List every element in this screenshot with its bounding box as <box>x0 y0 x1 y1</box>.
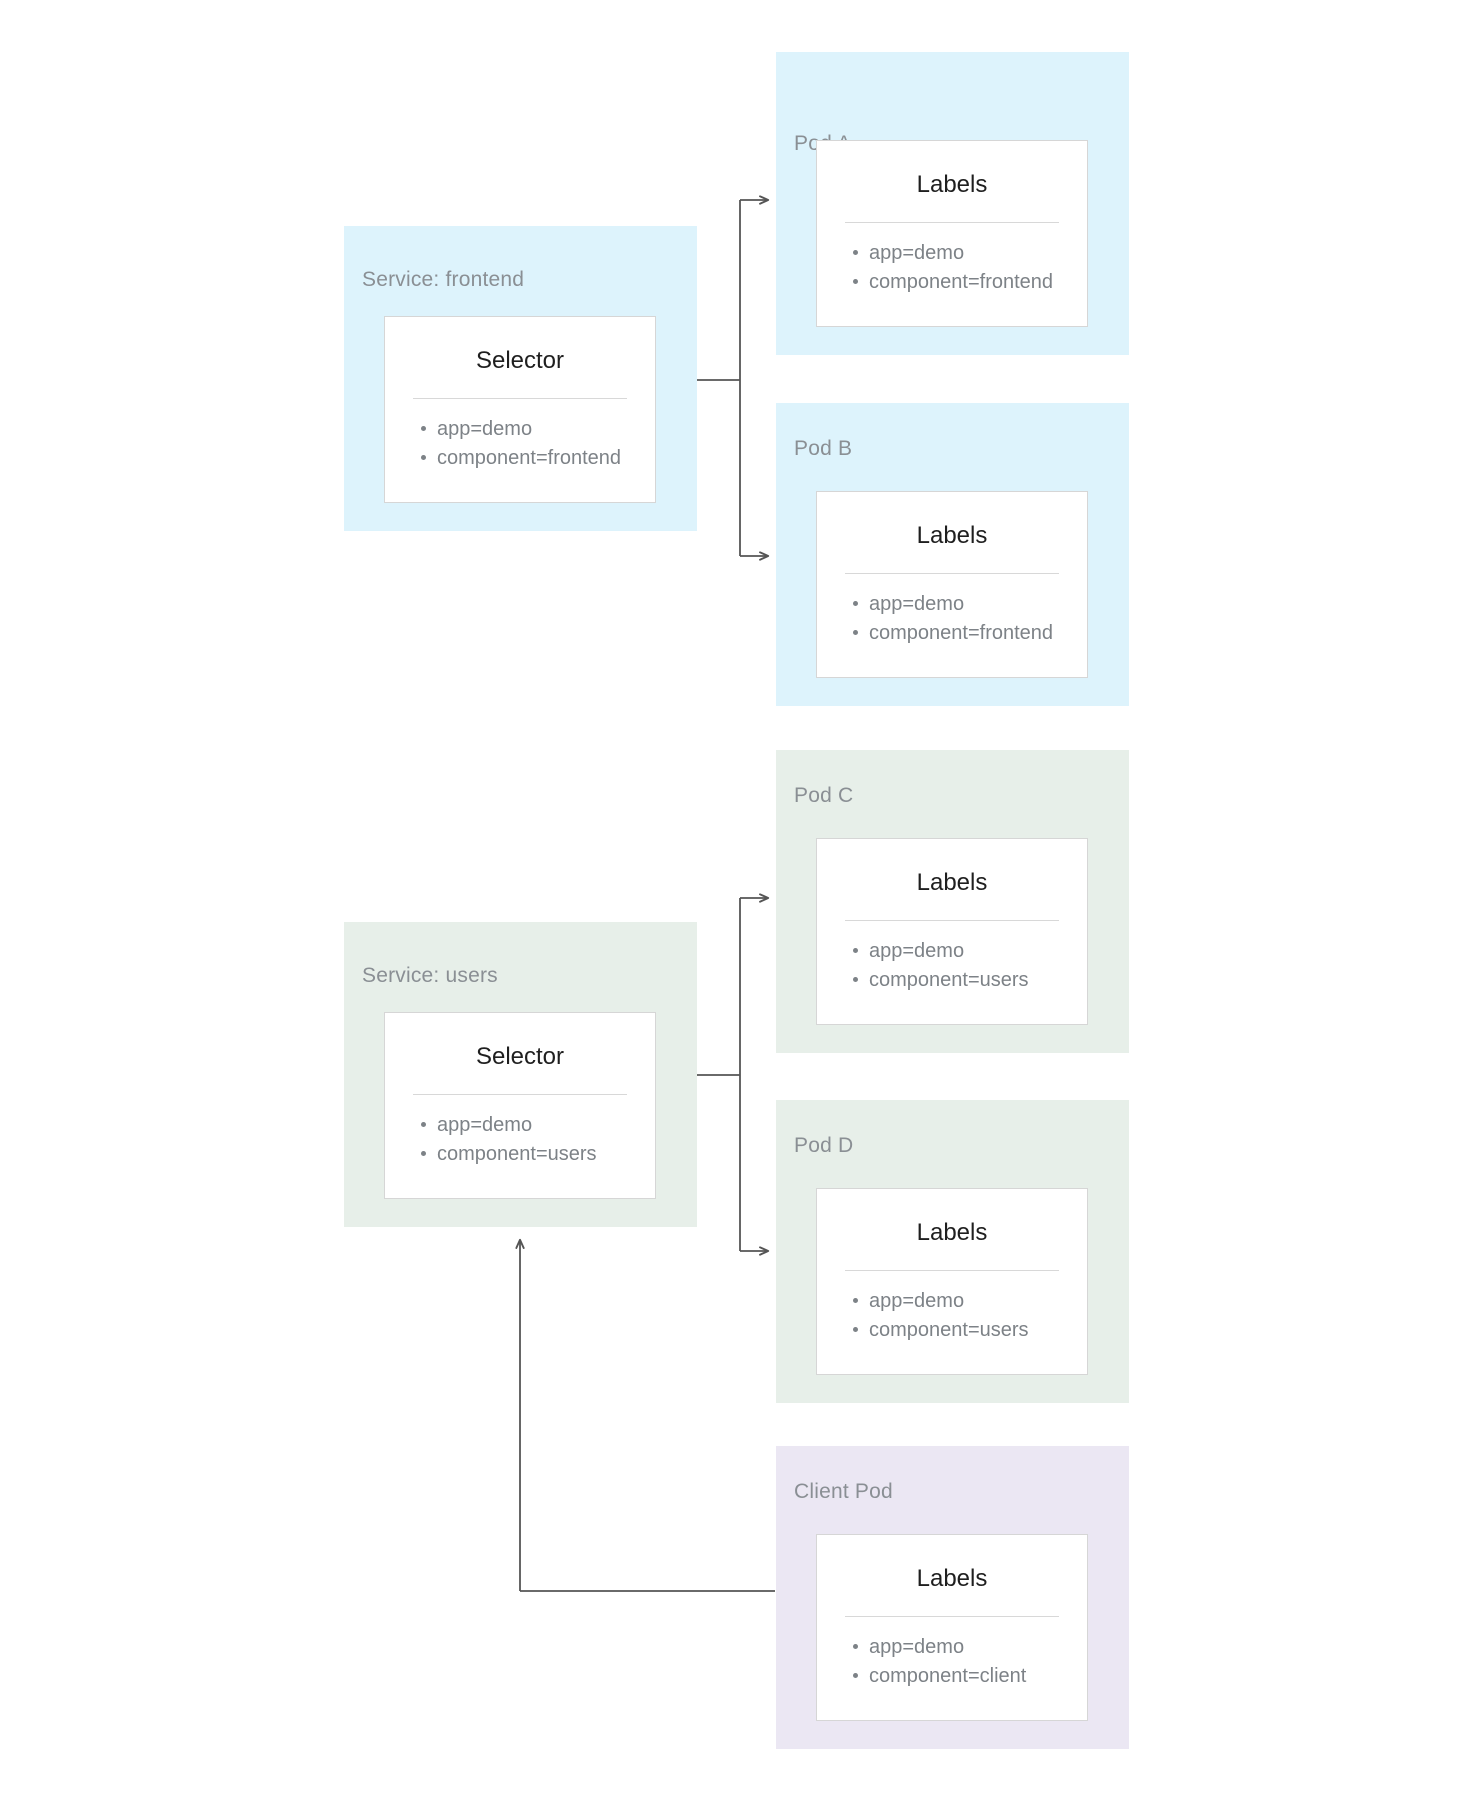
card-divider <box>845 221 1059 223</box>
client-pod-group[interactable]: Client Pod Labels app=demo component=cli… <box>776 1446 1129 1749</box>
selector-card-users[interactable]: Selector app=demo component=users <box>384 1012 656 1199</box>
labels-card-title: Labels <box>916 171 988 198</box>
labels-card-pod-d[interactable]: Labels app=demo component=users <box>816 1188 1088 1375</box>
labels-list-item: app=demo <box>853 1287 1087 1316</box>
pod-c-group[interactable]: Pod C Labels app=demo component=users <box>776 750 1129 1053</box>
pod-c-title: Pod C <box>794 784 854 807</box>
labels-card-pod-a[interactable]: Labels app=demo component=frontend <box>816 140 1088 327</box>
selector-label-list: app=demo component=frontend <box>385 399 655 473</box>
labels-list-item: app=demo <box>853 590 1087 619</box>
labels-list: app=demo component=users <box>817 921 1087 995</box>
labels-list: app=demo component=client <box>817 1617 1087 1691</box>
connector-frontend-to-pods <box>697 200 768 556</box>
pod-d-title: Pod D <box>794 1134 854 1157</box>
selector-label-list: app=demo component=users <box>385 1095 655 1169</box>
labels-list-item: app=demo <box>853 1633 1087 1662</box>
labels-list-item: component=client <box>853 1662 1087 1691</box>
card-divider <box>845 1269 1059 1271</box>
labels-card-title: Labels <box>916 1565 988 1592</box>
labels-card-title: Labels <box>916 522 988 549</box>
labels-list-item: component=frontend <box>853 619 1087 648</box>
selector-label-item: component=users <box>421 1140 655 1169</box>
labels-card-title: Labels <box>916 1219 988 1246</box>
service-users-group[interactable]: Service: users Selector app=demo compone… <box>344 922 697 1227</box>
labels-list-item: app=demo <box>853 937 1087 966</box>
card-divider <box>845 572 1059 574</box>
pod-a-group[interactable]: Pod A Labels app=demo component=frontend <box>776 52 1129 355</box>
selector-label-item: component=frontend <box>421 444 655 473</box>
labels-list-item: component=users <box>853 1316 1087 1345</box>
labels-list: app=demo component=frontend <box>817 574 1087 648</box>
labels-card-title: Labels <box>916 869 988 896</box>
selector-label-item: app=demo <box>421 1111 655 1140</box>
service-frontend-group[interactable]: Service: frontend Selector app=demo comp… <box>344 226 697 531</box>
labels-card-pod-c[interactable]: Labels app=demo component=users <box>816 838 1088 1025</box>
pod-d-group[interactable]: Pod D Labels app=demo component=users <box>776 1100 1129 1403</box>
selector-label-item: app=demo <box>421 415 655 444</box>
card-divider <box>845 1615 1059 1617</box>
selector-card-frontend[interactable]: Selector app=demo component=frontend <box>384 316 656 503</box>
labels-list: app=demo component=frontend <box>817 223 1087 297</box>
labels-list: app=demo component=users <box>817 1271 1087 1345</box>
selector-card-title: Selector <box>475 347 565 374</box>
card-divider <box>413 1093 627 1095</box>
card-divider <box>413 397 627 399</box>
connector-users-to-pods <box>697 898 768 1251</box>
labels-list-item: component=users <box>853 966 1087 995</box>
labels-card-client-pod[interactable]: Labels app=demo component=client <box>816 1534 1088 1721</box>
pod-b-group[interactable]: Pod B Labels app=demo component=frontend <box>776 403 1129 706</box>
labels-list-item: app=demo <box>853 239 1087 268</box>
service-users-title: Service: users <box>362 964 498 987</box>
labels-card-pod-b[interactable]: Labels app=demo component=frontend <box>816 491 1088 678</box>
service-frontend-title: Service: frontend <box>362 268 525 291</box>
pod-b-title: Pod B <box>794 437 853 460</box>
selector-card-title: Selector <box>475 1043 565 1070</box>
connector-client-to-users <box>520 1240 775 1592</box>
labels-list-item: component=frontend <box>853 268 1087 297</box>
card-divider <box>845 919 1059 921</box>
client-pod-title: Client Pod <box>794 1480 893 1503</box>
